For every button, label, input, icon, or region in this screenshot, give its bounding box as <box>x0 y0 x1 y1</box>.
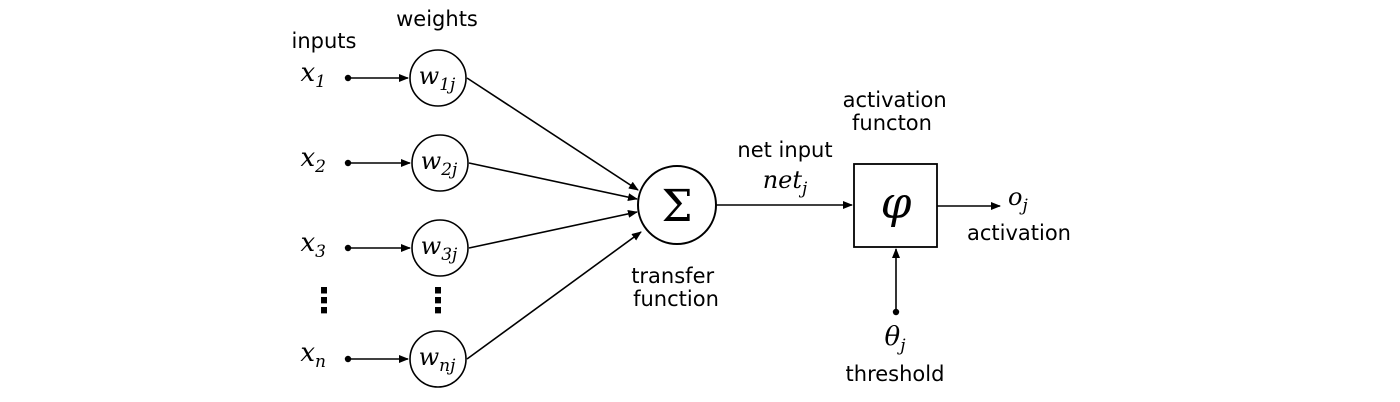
weight-node-2 <box>411 134 469 192</box>
net-input-label: net input <box>737 138 832 162</box>
transfer-function-node: Σ <box>637 165 717 245</box>
input-variable-3: x3 <box>301 228 327 262</box>
threshold-label: threshold <box>846 362 945 386</box>
weight-edge-n <box>466 231 642 360</box>
weights-label: weights <box>396 7 478 31</box>
weight-label-1: w1j <box>419 62 456 95</box>
weight-label-n: wnj <box>419 343 456 376</box>
weight-node-3 <box>411 219 469 277</box>
activation-function-label: activation functon <box>843 88 954 135</box>
phi-symbol: φ <box>881 178 912 229</box>
input-dot-n <box>344 355 352 363</box>
input-variable-1: x1 <box>301 58 327 92</box>
input-row-n: xn wnj <box>300 330 467 388</box>
activation-function-box: φ <box>853 163 938 248</box>
input-row-1: x1 w1j <box>301 49 467 107</box>
threshold-dot <box>892 308 900 316</box>
weight-edge-2 <box>468 162 638 202</box>
weight-node-n <box>409 330 467 388</box>
output-variable: oj <box>1008 183 1028 216</box>
transfer-function-label: transfer function <box>631 264 721 311</box>
weight-label-2: w2j <box>421 147 458 180</box>
weight-edge-3 <box>468 209 638 249</box>
inputs-label: inputs <box>292 29 357 53</box>
input-dot-3 <box>344 244 352 252</box>
input-variable-2: x2 <box>301 143 327 177</box>
sigma-symbol: Σ <box>661 181 692 232</box>
weights-ellipsis: ⋮ <box>421 281 455 321</box>
input-variable-n: xn <box>300 338 326 372</box>
net-input-variable: netj <box>763 166 808 199</box>
input-dot-2 <box>344 159 352 167</box>
activation-label: activation <box>967 221 1071 245</box>
threshold-variable: θj <box>885 322 907 356</box>
input-row-3: x3 w3j <box>301 219 469 277</box>
weight-edge-1 <box>466 77 639 191</box>
inputs-ellipsis: ⋮ <box>307 281 341 321</box>
input-row-2: x2 w2j <box>301 134 469 192</box>
weight-node-1 <box>409 49 467 107</box>
input-dot-1 <box>344 74 352 82</box>
weight-label-3: w3j <box>421 232 458 265</box>
